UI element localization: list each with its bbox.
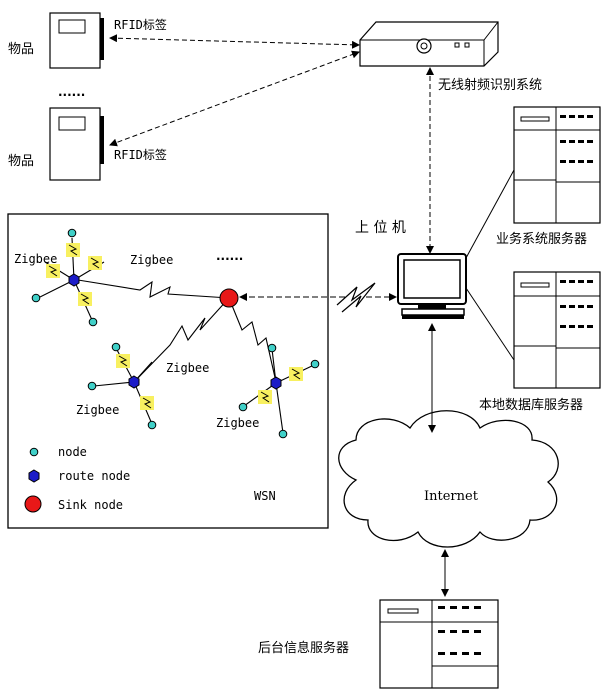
rfid-tag-item-1 xyxy=(49,12,104,69)
item-label-2: 物品 xyxy=(8,154,35,169)
wsn-boundary xyxy=(7,213,329,529)
zigbee-label-2: Zigbee xyxy=(130,253,174,267)
legend-node-label: node xyxy=(58,445,87,459)
rfid-reader-device xyxy=(359,21,499,67)
local-db-server-label: 本地数据库服务器 xyxy=(479,398,584,413)
internet-label: Internet xyxy=(424,489,478,504)
local-database-server xyxy=(513,271,601,389)
backend-information-server xyxy=(379,599,499,689)
legend-sink-node-label: Sink node xyxy=(58,498,124,512)
item-label-1: 物品 xyxy=(8,42,35,57)
rfid-tag-label-1: RFID标签 xyxy=(114,18,167,32)
sensor-nodes xyxy=(31,228,320,439)
internet-links xyxy=(428,323,449,597)
host-computer-label: 上 位 机 xyxy=(355,220,406,236)
zigbee-label-3: Zigbee xyxy=(166,361,210,375)
wsn-title: WSN xyxy=(254,489,276,503)
zigbee-label-1: Zigbee xyxy=(14,252,58,266)
internet-cloud xyxy=(338,410,559,548)
wsn-legend-markers xyxy=(24,447,42,513)
items-ellipsis: ...... xyxy=(58,85,86,99)
sink-node xyxy=(219,288,239,308)
business-system-server xyxy=(513,106,601,224)
sink-host-link xyxy=(239,282,397,313)
rfid-tag-item-2 xyxy=(49,107,104,181)
host-server-links xyxy=(465,169,515,361)
route-nodes xyxy=(68,273,282,390)
wsn-ellipsis: ...... xyxy=(216,249,244,263)
business-server-label: 业务系统服务器 xyxy=(496,232,588,247)
zigbee-label-4: Zigbee xyxy=(76,403,120,417)
sensor-highlights xyxy=(46,243,303,410)
host-computer xyxy=(397,253,467,319)
backend-server-label: 后台信息服务器 xyxy=(258,641,350,656)
wsn-wireless-links xyxy=(77,279,277,383)
rfid-tag-label-2: RFID标签 xyxy=(114,148,167,162)
rfid-system-label: 无线射频识别系统 xyxy=(438,78,543,93)
zigbee-label-5: Zigbee xyxy=(216,416,260,430)
rfid-links xyxy=(109,34,434,254)
legend-route-node-label: route node xyxy=(58,469,131,483)
